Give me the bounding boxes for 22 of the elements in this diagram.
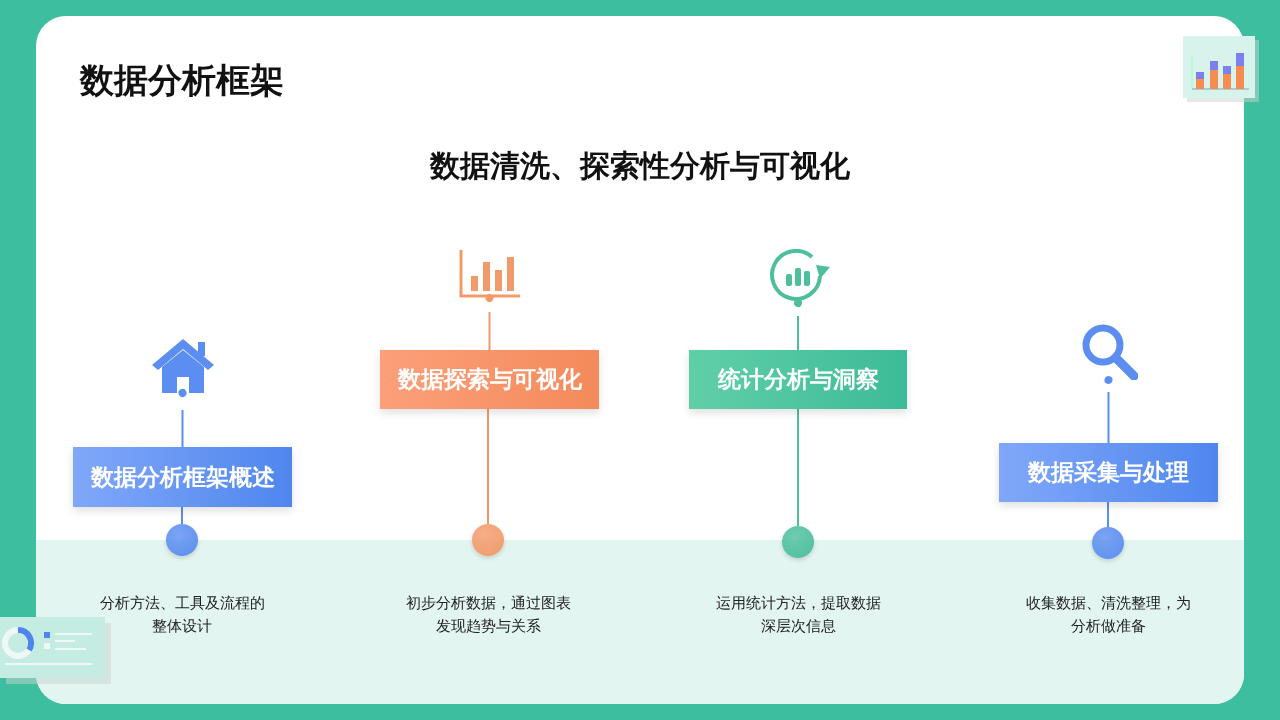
connector-line <box>797 408 799 527</box>
process-box: 数据分析框架概述 <box>73 447 292 507</box>
connector-line <box>485 293 494 351</box>
connector-line <box>1107 501 1109 528</box>
description-text: 初步分析数据，通过图表发现趋势与关系 <box>404 593 572 637</box>
bar-chart-icon <box>459 250 521 298</box>
description-text: 运用统计方法，提取数据深层次信息 <box>714 593 882 637</box>
process-box: 统计分析与洞察 <box>689 350 907 409</box>
connector-line <box>1104 376 1113 444</box>
title: 数据分析框架 <box>80 59 284 102</box>
description-text: 分析方法、工具及流程的整体设计 <box>98 593 266 637</box>
house-icon <box>150 337 216 393</box>
connector-line <box>793 300 803 351</box>
subtitle: 数据清洗、探索性分析与可视化 <box>428 147 851 185</box>
connector-line <box>487 408 489 525</box>
process-box: 数据探索与可视化 <box>380 350 599 409</box>
refresh-chart-icon <box>768 249 830 303</box>
search-icon <box>1080 322 1138 380</box>
connector-line <box>181 506 183 525</box>
description-text: 收集数据、清洗整理，为分析做准备 <box>1024 593 1192 637</box>
process-box: 数据采集与处理 <box>999 443 1218 502</box>
connector-line <box>178 388 187 448</box>
